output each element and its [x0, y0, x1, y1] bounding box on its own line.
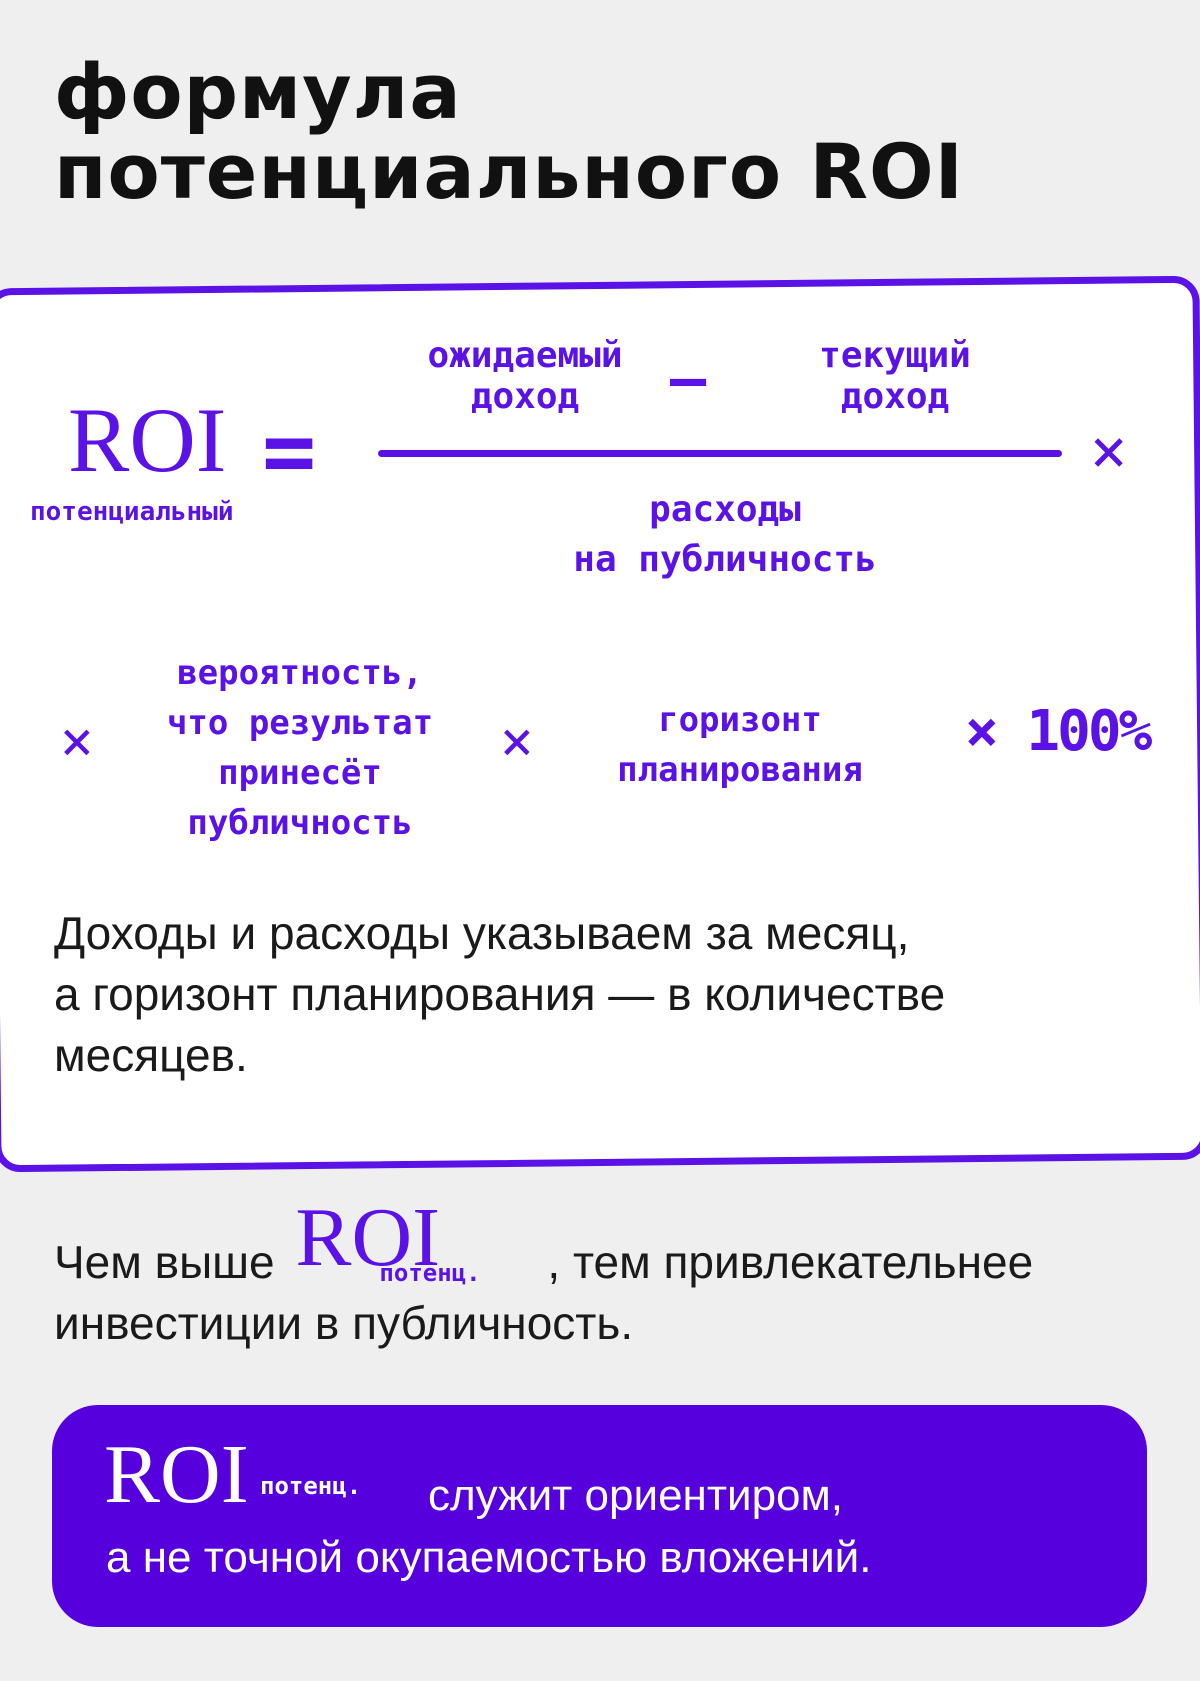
text: месяцев.	[54, 1029, 248, 1081]
note-text: Доходы и расходы указываем за месяц, а г…	[54, 903, 945, 1086]
text: вероятность,	[177, 653, 423, 693]
text: доход	[470, 376, 580, 418]
roi-label: ROI	[295, 1191, 441, 1284]
text: на публичность	[573, 539, 877, 580]
text: а горизонт планирования — в количестве	[54, 968, 946, 1020]
banner: ROI потенц. служит ориентиром, а не точн…	[52, 1405, 1147, 1627]
roi-subscript: потенциальный	[30, 497, 234, 527]
times-sign: ×	[60, 709, 94, 774]
text: Доходы и расходы указываем за месяц,	[54, 907, 910, 959]
current-income: текущий доход	[780, 335, 1010, 418]
minus-sign: –	[670, 344, 707, 414]
roi-subscript: потенц.	[260, 1472, 362, 1500]
text: горизонт	[658, 700, 822, 740]
title-line-1: формула	[54, 47, 462, 136]
fraction-line	[378, 450, 1062, 457]
statement-text: Чем выше ROI потенц. , тем привлекательн…	[54, 1191, 1034, 1354]
roi-label: ROI	[68, 389, 227, 491]
page-title: формула потенциального ROI	[54, 52, 964, 212]
title-line-2: потенциального ROI	[54, 127, 964, 216]
probability: вероятность, что результат принесёт публ…	[130, 648, 470, 848]
roi-subscript: потенц.	[379, 1259, 481, 1287]
times-hundred-percent: × 100%	[965, 699, 1152, 764]
text: служит ориентиром,	[428, 1471, 843, 1520]
planning-horizon: горизонт планирования	[575, 695, 905, 795]
pr-expenses: расходы на публичность	[530, 485, 920, 585]
text: принесёт	[218, 753, 382, 793]
text: доход	[840, 376, 950, 418]
statement-line-1: Чем выше ROI потенц. , тем привлекательн…	[54, 1191, 1034, 1293]
times-sign: ×	[500, 709, 534, 774]
text: что результат	[166, 703, 434, 743]
text: расходы	[649, 489, 801, 530]
text: текущий	[819, 335, 971, 376]
text: а не точной окупаемостью вложений.	[106, 1533, 872, 1582]
statement-line-2: инвестиции в публичность.	[54, 1297, 634, 1349]
text: Чем выше	[54, 1236, 275, 1288]
text: планирования	[617, 750, 863, 790]
roi-inline: ROI потенц.	[287, 1191, 547, 1287]
roi-label: ROI	[104, 1428, 249, 1521]
equals-sign: =	[262, 399, 317, 504]
banner-text: служит ориентиром, а не точной окупаемос…	[106, 1465, 871, 1589]
times-sign: ×	[1090, 414, 1128, 487]
expected-income: ожидаемый доход	[390, 335, 660, 418]
text: ожидаемый	[427, 335, 623, 376]
text: , тем привлекательнее	[547, 1236, 1034, 1288]
text: публичность	[187, 803, 413, 843]
